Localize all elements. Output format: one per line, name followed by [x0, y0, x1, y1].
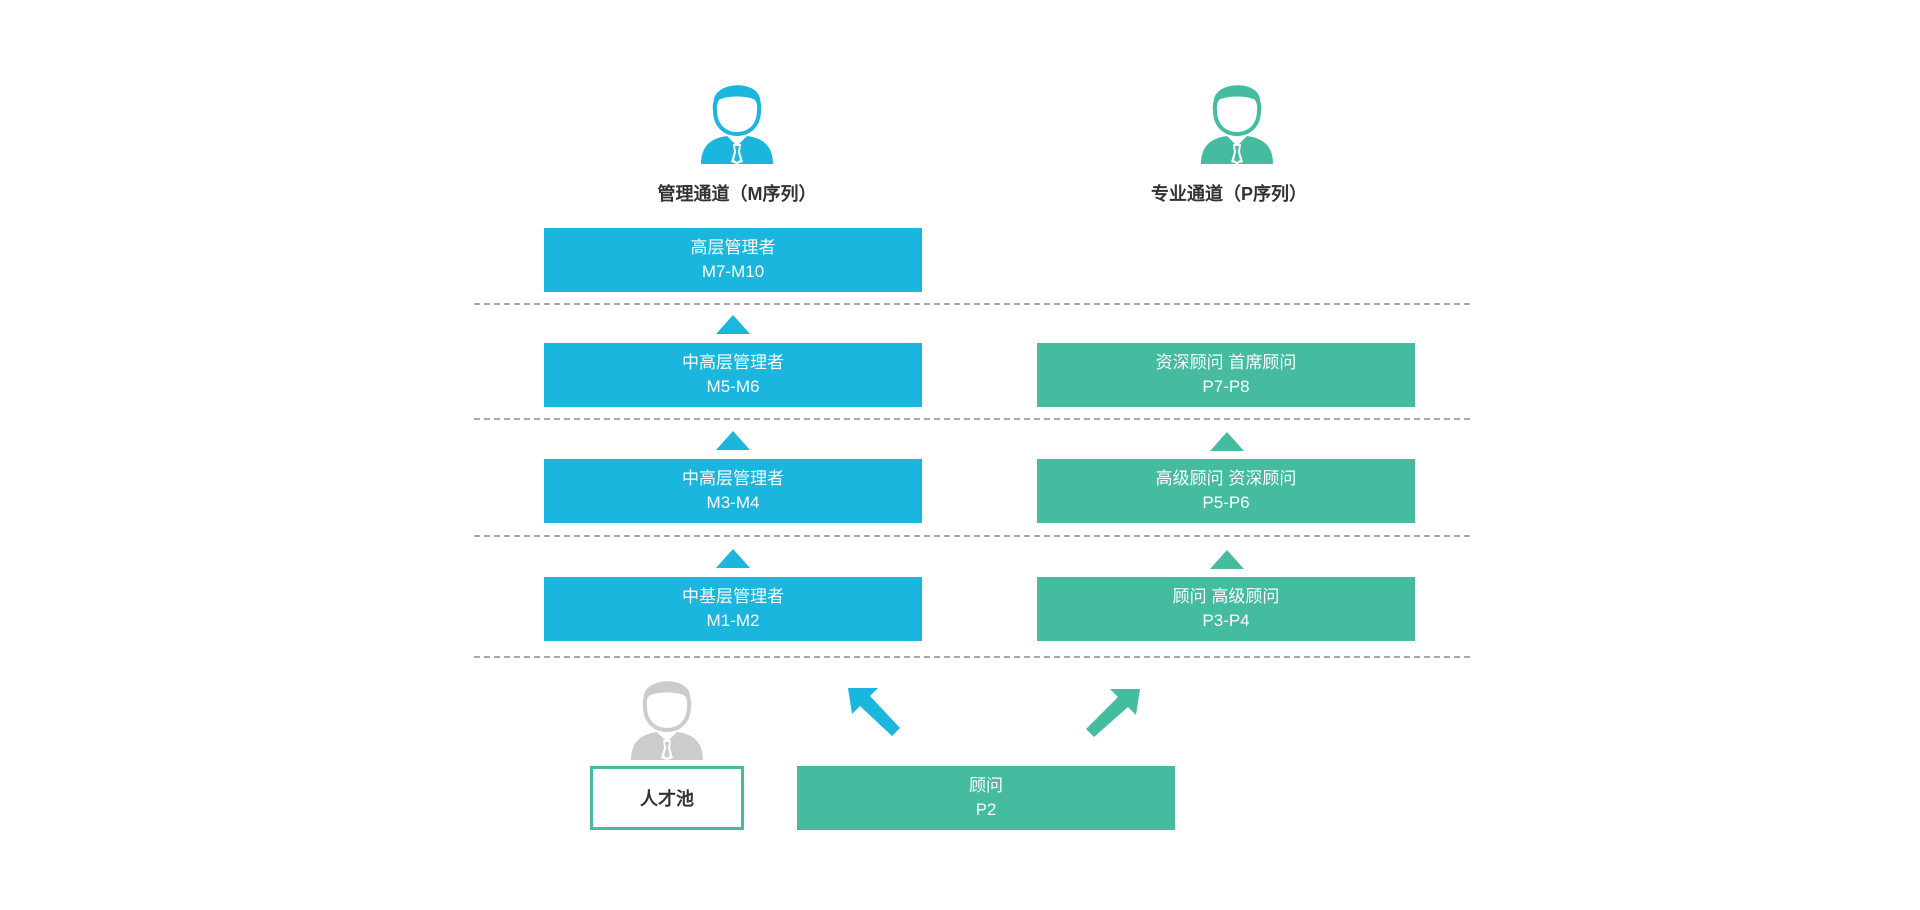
promotion-up-icon: [716, 431, 750, 450]
level-code: M7-M10: [701, 262, 765, 281]
level-name: 中基层管理者: [682, 587, 784, 606]
level-name: 顾问: [969, 776, 1003, 795]
management-person-icon: [697, 74, 777, 164]
level-name: 高级顾问 资深顾问: [1155, 469, 1297, 488]
level-name: 中高层管理者: [682, 469, 784, 488]
promotion-up-icon: [716, 549, 750, 568]
professional-level-p7-p8: 资深顾问 首席顾问 P7-P8: [1037, 343, 1415, 407]
arrow-up-right-icon: [1072, 683, 1142, 753]
level-code: M1-M2: [706, 611, 760, 630]
management-level-m3-m4: 中高层管理者 M3-M4: [544, 459, 922, 523]
arrow-up-left-icon: [846, 682, 916, 752]
talent-pool-box: 人才池: [590, 766, 744, 830]
level-name: 顾问 高级顾问: [1172, 587, 1280, 606]
level-name: 资深顾问 首席顾问: [1155, 353, 1297, 372]
promotion-up-icon: [1210, 432, 1244, 451]
level-code: M3-M4: [706, 493, 760, 512]
level-name: 高层管理者: [690, 238, 776, 257]
management-level-m7-m10: 高层管理者 M7-M10: [544, 228, 922, 292]
promotion-up-icon: [716, 315, 750, 334]
professional-channel-title: 专业通道（P序列）: [1150, 184, 1307, 204]
level-code: P7-P8: [1202, 377, 1250, 396]
professional-person-icon: [1197, 74, 1277, 164]
level-divider: [474, 303, 1470, 305]
level-code: P5-P6: [1202, 493, 1250, 512]
promotion-up-icon: [1210, 550, 1244, 569]
level-code: M5-M6: [706, 377, 760, 396]
level-name: 中高层管理者: [682, 353, 784, 372]
level-code: P3-P4: [1202, 611, 1250, 630]
level-divider: [474, 418, 1470, 420]
management-level-m5-m6: 中高层管理者 M5-M6: [544, 343, 922, 407]
professional-level-p3-p4: 顾问 高级顾问 P3-P4: [1037, 577, 1415, 641]
management-level-m1-m2: 中基层管理者 M1-M2: [544, 577, 922, 641]
level-divider: [474, 535, 1470, 537]
entry-level-p2: 顾问 P2: [797, 766, 1175, 830]
level-code: P2: [975, 800, 997, 819]
professional-level-p5-p6: 高级顾问 资深顾问 P5-P6: [1037, 459, 1415, 523]
talent-pool-person-icon: [627, 670, 707, 760]
management-channel-title: 管理通道（M序列）: [657, 184, 817, 204]
level-divider: [474, 656, 1470, 658]
